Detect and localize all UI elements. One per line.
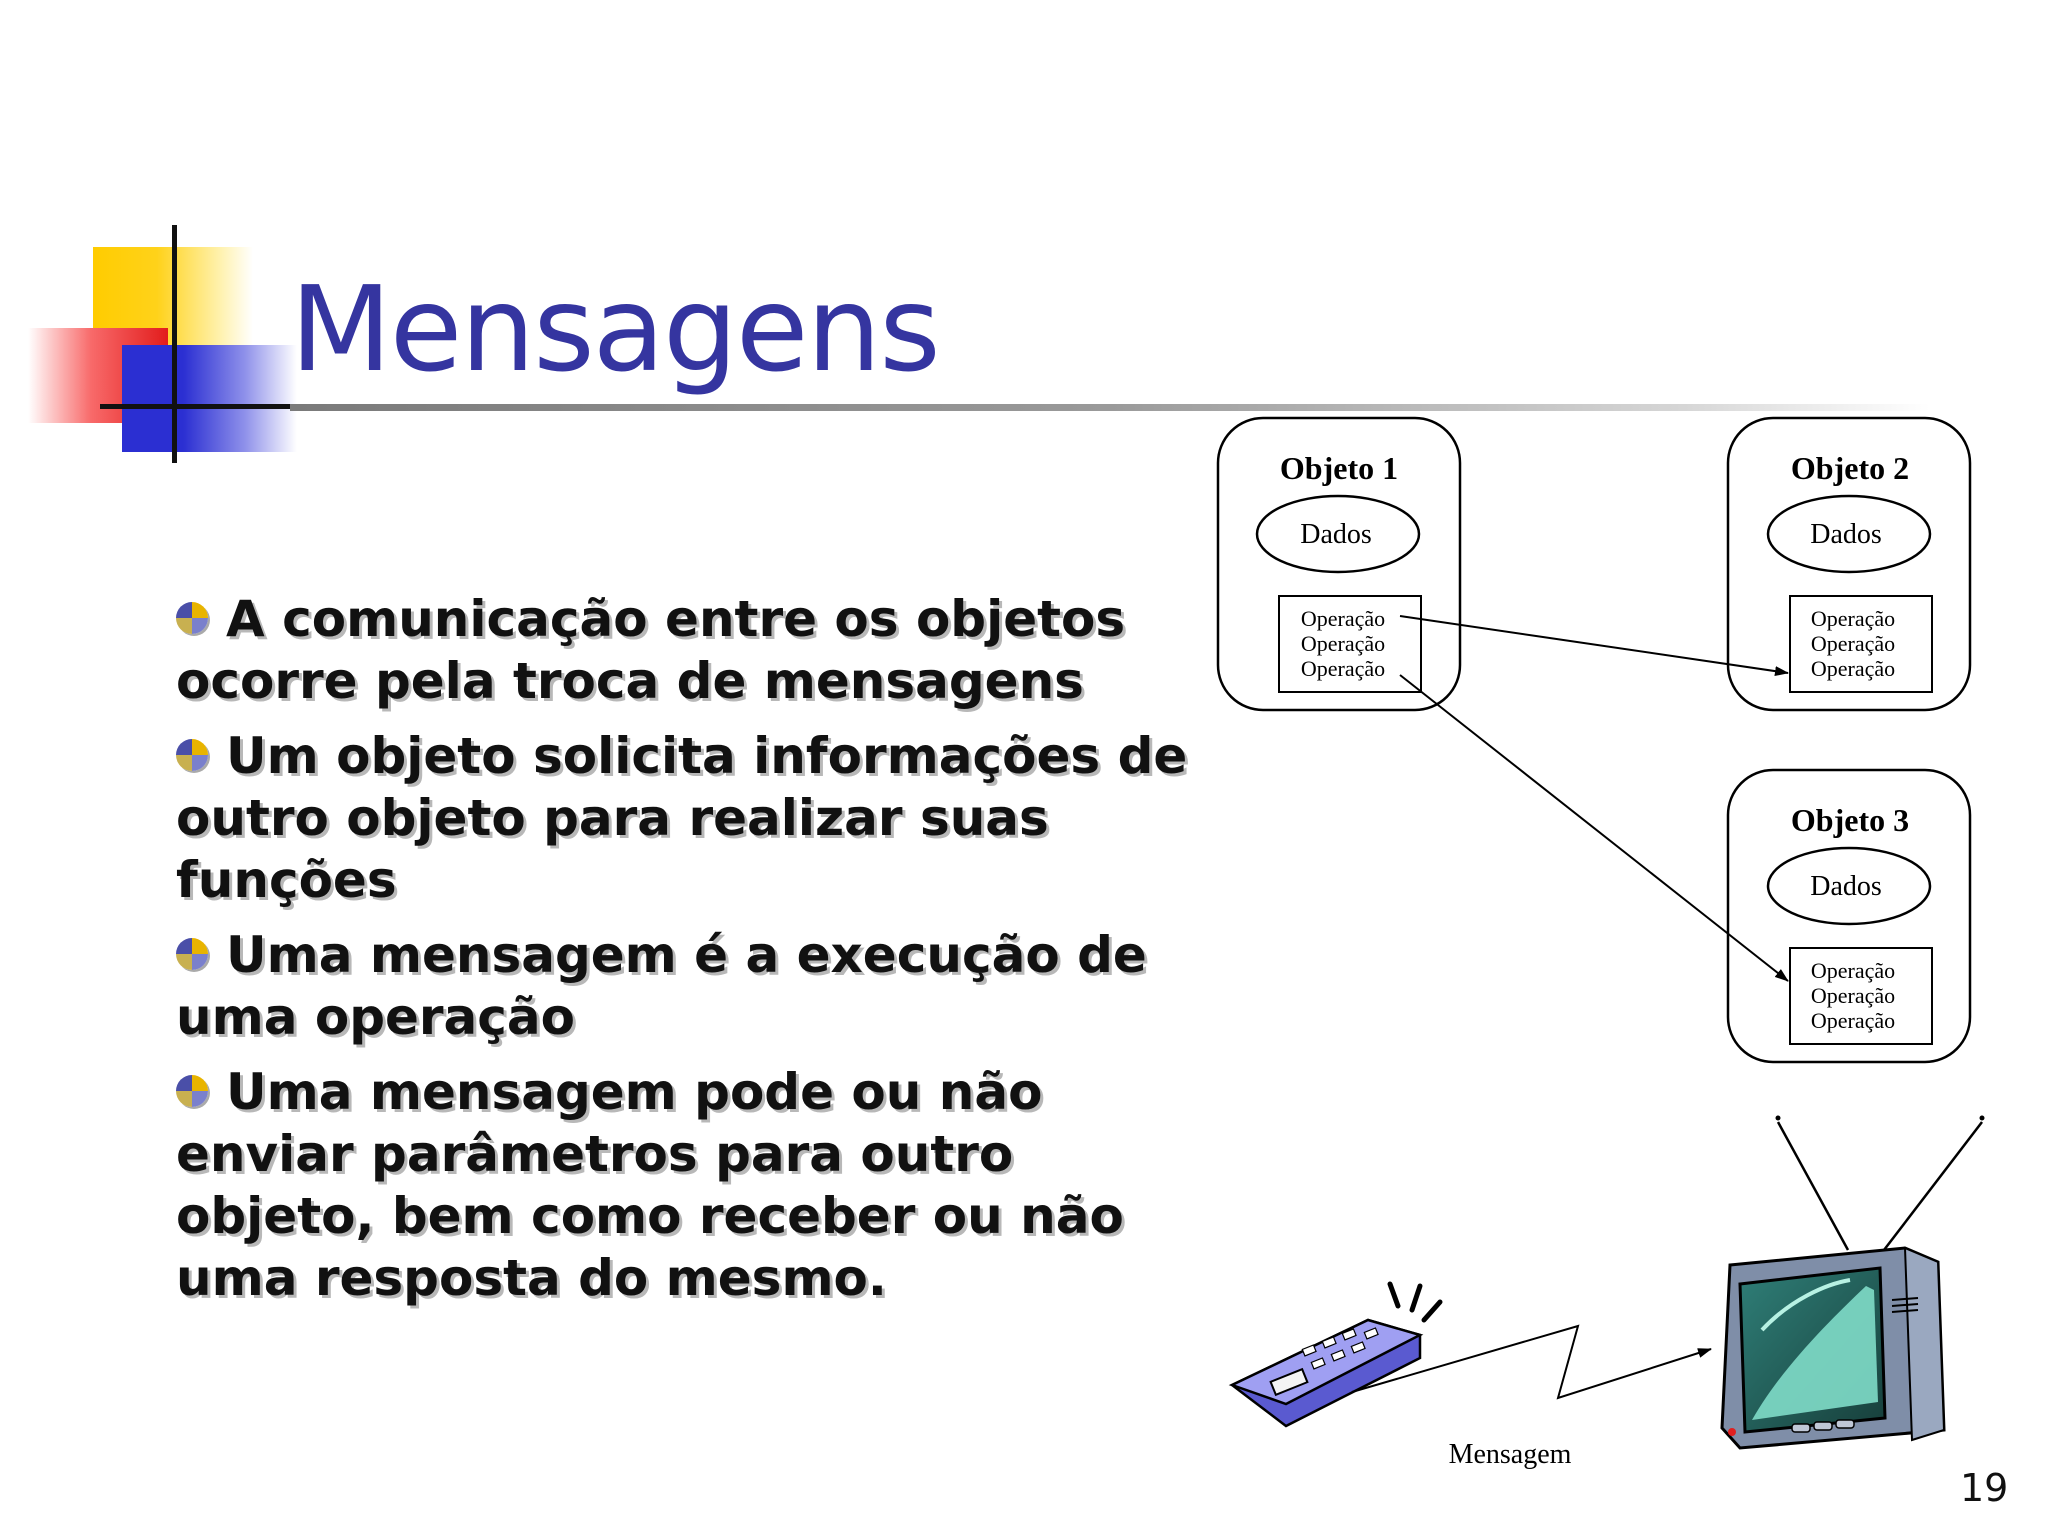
logo-vertical-line [172, 225, 177, 463]
data-label: Dados [1810, 871, 1882, 902]
bullet-text: Uma mensagem pode ou não enviar parâmetr… [176, 1063, 1124, 1307]
data-ellipse [1766, 846, 1932, 926]
object-title: Objeto 3 [1791, 802, 1909, 838]
title-underline [290, 404, 1930, 411]
bullet-icon [176, 1075, 208, 1107]
bullet-list: A comunicação entre os objetos ocorre pe… [176, 588, 1206, 1322]
data-ellipse [1766, 494, 1932, 574]
bullet-item: Um objeto solicita informações de outro … [176, 725, 1206, 911]
object-2-box: Objeto 2 Dados Operação Operação Operaçã… [1726, 416, 1972, 712]
object-1-box: Objeto 1 Dados Operação Operação Operaçã… [1216, 416, 1462, 712]
data-label: Dados [1810, 519, 1882, 550]
object-3-box: Objeto 3 Dados Operação Operação Operaçã… [1726, 768, 1972, 1064]
bullet-item: A comunicação entre os objetos ocorre pe… [176, 588, 1206, 712]
bullet-text: Um objeto solicita informações de outro … [176, 727, 1188, 909]
operation-label: Operação [1301, 631, 1385, 656]
television-icon [1720, 1115, 1985, 1450]
message-arrow-obj1-to-obj3 [1399, 674, 1789, 982]
bullet-item: Uma mensagem é a execução de uma operaçã… [176, 924, 1206, 1048]
operations-box [1789, 595, 1933, 693]
object-title: Objeto 2 [1791, 450, 1909, 486]
logo-horizontal-line [100, 404, 290, 409]
operations-box [1789, 947, 1933, 1045]
bullet-icon [176, 602, 208, 634]
bullet-item: Uma mensagem pode ou não enviar parâmetr… [176, 1061, 1206, 1309]
bullet-icon [176, 739, 208, 771]
page-number: 19 [1960, 1466, 2009, 1510]
operations-box [1278, 595, 1422, 693]
operation-label: Operação [1811, 983, 1895, 1008]
operation-label: Operação [1811, 656, 1895, 681]
message-label: Mensagem [1449, 1439, 1572, 1470]
data-label: Dados [1300, 519, 1372, 550]
operation-label: Operação [1811, 1008, 1895, 1033]
bullet-text: A comunicação entre os objetos ocorre pe… [176, 590, 1126, 710]
signal-arrow [1351, 1324, 1712, 1400]
slide-title: Mensagens [290, 260, 941, 398]
bullet-icon [176, 938, 208, 970]
remote-control-icon [1228, 1281, 1443, 1428]
object-title: Objeto 1 [1280, 450, 1398, 486]
data-ellipse [1255, 494, 1421, 574]
operation-label: Operação [1811, 958, 1895, 983]
bullet-text: Uma mensagem é a execução de uma operaçã… [176, 926, 1147, 1046]
operation-label: Operação [1811, 631, 1895, 656]
logo-blue-square [122, 345, 297, 452]
message-arrow-obj1-to-obj2 [1399, 615, 1789, 677]
operation-label: Operação [1811, 606, 1895, 631]
operation-label: Operação [1301, 656, 1385, 681]
operation-label: Operação [1301, 606, 1385, 631]
